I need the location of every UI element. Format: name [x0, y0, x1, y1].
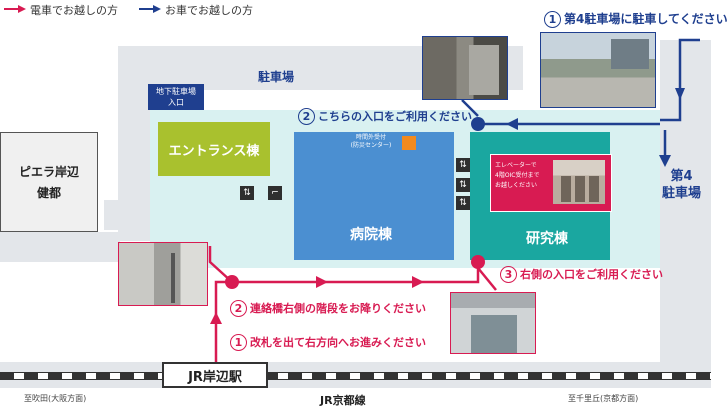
train-step-1-number: 1	[230, 334, 247, 351]
stairs-photo	[118, 242, 208, 306]
elevator-icon: ⇅	[456, 178, 470, 192]
research-building-label: 研究棟	[526, 231, 568, 247]
legend-car-label: お車でお越しの方	[165, 4, 253, 17]
car-arrow-1	[506, 118, 518, 130]
elevator-note-text: エレベーターで 4階OIC受付まで お越しください	[495, 161, 540, 191]
road-right	[660, 40, 711, 370]
elevator-note-line3: お越しください	[495, 182, 538, 189]
route-lines	[208, 38, 700, 362]
car-arrow-icon	[139, 5, 161, 13]
elevator-icon: ⇅	[240, 186, 254, 200]
train-arrow-2	[316, 276, 328, 288]
elevator-note-line1: エレベーターで	[495, 162, 537, 169]
direction-right: 至千里丘(京都方面)	[568, 394, 639, 403]
elevator-icon: ⇅	[456, 158, 470, 172]
elevator-icon: ⇅	[456, 196, 470, 210]
direction-left: 至吹田(大阪方面)	[24, 394, 87, 403]
train-entrance-point	[471, 255, 485, 269]
line-name: JR京都線	[320, 394, 366, 407]
legend-train-label: 電車でお越しの方	[30, 4, 118, 17]
after-hours-reception: 時間外受付 (防災センター)	[342, 134, 400, 156]
piera-label-line2: 健都	[36, 186, 61, 200]
car-arrow-2	[659, 155, 671, 167]
car-entrance-point	[471, 117, 485, 131]
parking-4-line1: 第4	[670, 169, 693, 184]
underground-parking-line2: 入口	[168, 98, 184, 107]
access-map: 電車でお越しの方 お車でお越しの方 エントランス棟 病院棟 時間外受付 (防災セ…	[0, 4, 728, 407]
road-left-horizontal	[0, 232, 120, 262]
car-step-1-text: 第4駐車場に駐車してください	[564, 12, 728, 26]
entrance-building: エントランス棟	[158, 122, 270, 176]
entrance-building-label: エントランス棟	[168, 143, 260, 159]
research-entrance-photo	[450, 292, 536, 354]
railway	[0, 372, 711, 380]
train-step-2-text: 連絡橋右側の階段をお降りください	[250, 302, 426, 315]
stairs-icon: ⌐	[268, 186, 282, 200]
hospital-building-label: 病院棟	[350, 227, 392, 243]
elevator-note: エレベーターで 4階OIC受付まで お越しください	[490, 154, 612, 212]
underground-parking-line1: 地下駐車場	[156, 87, 196, 96]
train-arrow-icon	[4, 5, 26, 13]
car-step-2-text: こちらの入口をご利用ください	[318, 110, 472, 123]
train-step-3-text: 右側の入口をご利用ください	[520, 268, 663, 281]
car-step-2-number: 2	[298, 108, 315, 125]
parking-entrance-photo	[422, 36, 508, 100]
station-name: JR岸辺駅	[188, 369, 242, 385]
train-arrow-3	[210, 312, 222, 324]
after-hours-label-line1: 時間外受付	[355, 134, 386, 141]
hospital-building: 病院棟	[294, 132, 454, 260]
parking-label: 駐車場	[258, 70, 295, 84]
piera-kishibe-building: ピエラ岸辺 健都	[0, 132, 98, 232]
car-route	[461, 38, 700, 160]
train-stairs-point	[225, 275, 239, 289]
parking-4-line2: 駐車場	[662, 186, 702, 201]
car-step-1-number: 1	[544, 11, 561, 28]
car-arrow-3	[675, 88, 685, 100]
parking-4-photo	[540, 32, 656, 108]
after-hours-label-line2: (防災センター)	[350, 142, 392, 149]
train-arrow-1	[412, 276, 424, 288]
train-step-3-number: 3	[500, 266, 517, 283]
after-hours-marker	[402, 136, 416, 150]
train-step-1-text: 改札を出て右方向へお進みください	[250, 336, 426, 349]
elevator-photo	[553, 160, 605, 204]
train-step-2-number: 2	[230, 300, 247, 317]
piera-label-line1: ピエラ岸辺	[18, 165, 79, 179]
parking-4-label: 第4 駐車場	[662, 168, 701, 202]
underground-parking-entrance: 地下駐車場 入口	[148, 84, 204, 110]
station-box: JR岸辺駅	[162, 362, 268, 388]
elevator-note-line2: 4階OIC受付まで	[495, 172, 540, 179]
